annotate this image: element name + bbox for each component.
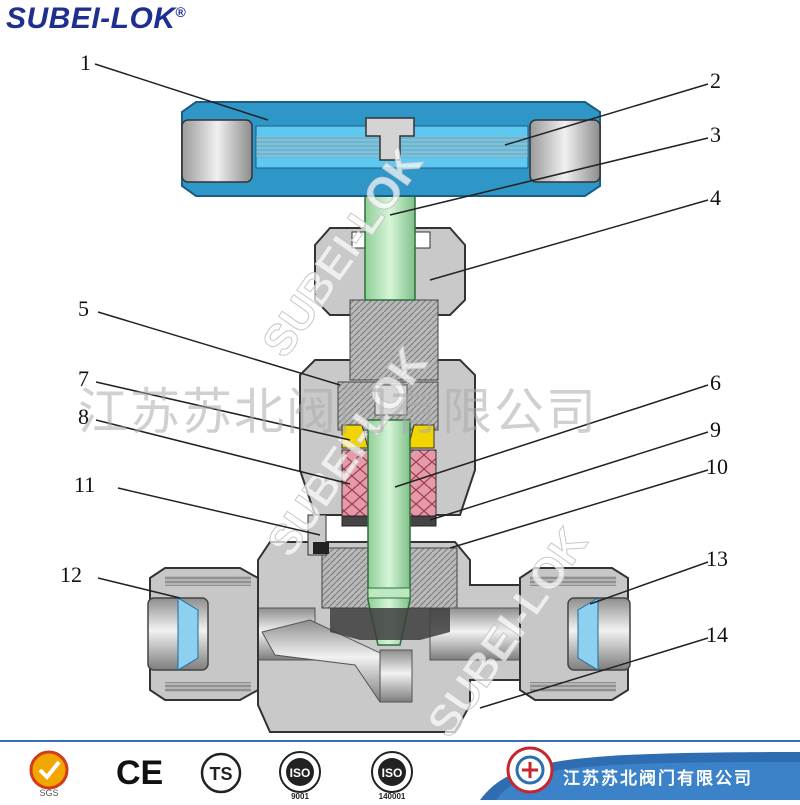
footer-graphics (480, 746, 800, 800)
svg-text:ISO: ISO (382, 766, 403, 780)
svg-text:CE: CE (116, 754, 163, 792)
brand-logo: SUBEI-LOK® (6, 2, 187, 35)
callout-9: 9 (710, 417, 721, 442)
iso9001-icon: ISO 9001 (270, 748, 330, 805)
callout-2: 2 (710, 68, 721, 93)
ce-icon: CE (112, 752, 172, 797)
svg-text:ISO: ISO (290, 766, 311, 780)
seat (330, 608, 450, 640)
callout-13: 13 (706, 546, 728, 571)
ts-icon: TS (198, 750, 244, 801)
callout-12: 12 (60, 562, 82, 587)
company-name: 江苏苏北阀门有限公司 (563, 769, 753, 789)
callout-4: 4 (710, 185, 721, 210)
sgs-icon: SGS (26, 748, 72, 803)
right-ferrule (577, 597, 599, 671)
callout-8: 8 (78, 404, 89, 429)
callout-10: 10 (706, 454, 728, 479)
svg-text:TS: TS (209, 764, 232, 784)
callout-1: 1 (80, 50, 91, 75)
callout-11: 11 (74, 472, 96, 497)
callout-6: 6 (710, 370, 721, 395)
svg-text:140001: 140001 (379, 792, 406, 800)
callout-7: 7 (78, 366, 89, 391)
watermark-company: 江苏苏北阀门有限公司 (78, 383, 598, 441)
svg-text:SGS: SGS (39, 788, 58, 798)
handle-screw (365, 117, 415, 161)
callout-3: 3 (710, 122, 721, 147)
handle-cap-left (181, 119, 253, 183)
handle-cap-right (529, 119, 601, 183)
svg-text:9001: 9001 (291, 792, 309, 800)
callout-14: 14 (706, 622, 728, 647)
callout-5: 5 (78, 296, 89, 321)
iso14001-icon: ISO 140001 (362, 748, 422, 805)
left-ferrule (177, 597, 199, 671)
